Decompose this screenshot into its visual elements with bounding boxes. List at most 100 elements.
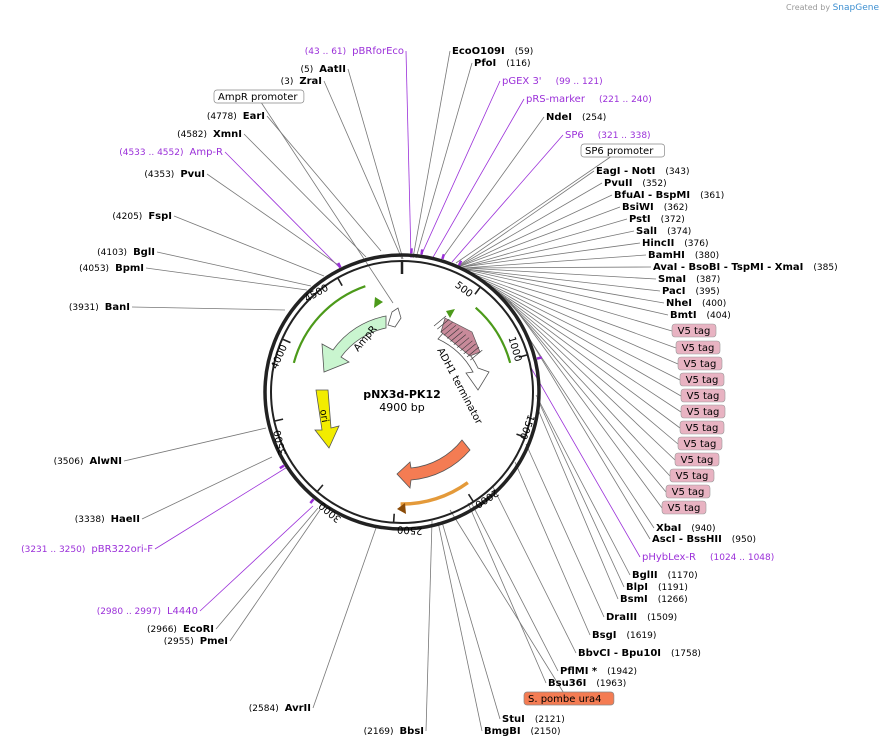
leader-line [467, 269, 669, 316]
map-label: HincII (376) [642, 238, 709, 249]
ampr-outline-arc [292, 285, 366, 364]
label-position: (3506) [54, 457, 84, 467]
map-label: StuI (2121) [502, 714, 565, 725]
v5-tag-box [680, 404, 726, 419]
svg-text:PfoI(116): PfoI(116) [474, 58, 530, 69]
map-label: pRS-marker(221 .. 240) [526, 94, 652, 105]
v5-tag-hatch [437, 318, 450, 330]
enzyme-name: FspI [148, 211, 172, 222]
label-position: (374) [667, 227, 691, 237]
svg-text:PacI(395): PacI(395) [662, 286, 720, 297]
label-position: (400) [702, 299, 726, 309]
v5-tag-box [675, 340, 721, 355]
v5-tag-feature-label: V5 tag [674, 452, 720, 467]
svg-text:SmaI(387): SmaI(387) [658, 274, 720, 285]
v5-tag-feature-label: V5 tag [665, 484, 711, 499]
v5-tag-hatch [450, 331, 463, 342]
v5-tag-feature-label: V5 tag [679, 372, 725, 387]
primer-mark [536, 356, 543, 360]
leader-line [508, 299, 663, 509]
map-label: (4205)FspI [112, 211, 172, 222]
enzyme-name: EcoRI [183, 624, 214, 635]
primer-name: pBR322ori-F [91, 544, 153, 555]
enzyme-name: BsmI [620, 594, 648, 605]
enzyme-name: BamHI [648, 250, 685, 261]
leader-line [501, 294, 671, 477]
v5-tag-label: V5 tag [682, 343, 715, 354]
v5-tag-label: V5 tag [668, 503, 701, 514]
map-label: AvaI - BsoBI - TspMI - XmaI(385) [653, 262, 838, 273]
enzyme-name: BbsI [400, 726, 424, 737]
leader-line [206, 173, 342, 268]
enzyme-name: EcoO109I [452, 46, 505, 57]
label-position: (1266) [658, 595, 688, 605]
svg-text:(4353)PvuI: (4353)PvuI [144, 169, 205, 180]
svg-text:BglII(1170): BglII(1170) [632, 570, 698, 581]
leader-line [173, 215, 325, 277]
v5-tag-hatch [443, 325, 457, 336]
label-position: (3) [281, 77, 294, 87]
leader-line [464, 267, 657, 280]
leader-line [480, 279, 681, 381]
primer-name: SP6 [565, 130, 584, 141]
label-position: (2121) [535, 715, 565, 725]
v5-tag-block [440, 317, 481, 357]
leader-line [451, 134, 564, 263]
enzyme-name: PflMI * [560, 666, 598, 677]
map-label: (3)ZraI [281, 76, 322, 87]
svg-text:(2169)BbsI: (2169)BbsI [364, 726, 424, 737]
snapgene-credit: Created by SnapGene [786, 3, 879, 13]
svg-text:BmgBI(2150): BmgBI(2150) [484, 726, 560, 737]
map-label: BmgBI(2150) [484, 726, 560, 737]
svg-text:pGEX 3'(99 .. 121): pGEX 3'(99 .. 121) [502, 76, 603, 87]
map-label: S. pombe ura4 [523, 691, 615, 706]
ori-label: ori [317, 409, 330, 424]
leader-line [458, 182, 603, 267]
leader-line [440, 116, 545, 261]
v5-tag-label: V5 tag [684, 359, 717, 370]
map-label: AscI - BssHII(950) [652, 534, 756, 545]
enzyme-name: PstI [629, 214, 651, 225]
ura4-outline-head [397, 503, 406, 514]
enzyme-name: PacI [662, 286, 685, 297]
enzyme-name: HincII [642, 238, 674, 249]
feature-label-box [523, 691, 615, 706]
label-position: (2150) [531, 727, 561, 737]
svg-text:(3231 .. 3250)pBR322ori-F: (3231 .. 3250)pBR322ori-F [21, 544, 153, 555]
leader-line [419, 80, 501, 259]
leader-line [466, 268, 665, 304]
plasmid-name: pNX3d-PK12 [363, 388, 441, 401]
orf-arc [474, 306, 512, 364]
label-position: (1509) [647, 613, 677, 623]
leader-line [487, 284, 682, 413]
map-label: BsgI(1619) [592, 630, 656, 641]
v5-tag-label: V5 tag [672, 487, 705, 498]
v5-tag-label: V5 tag [687, 407, 720, 418]
enzyme-name: StuI [502, 714, 525, 725]
v5-tag-box [671, 323, 717, 338]
v5-tag-feature-label: V5 tag [675, 340, 721, 355]
leader-line [459, 194, 613, 267]
leader-line [476, 276, 679, 365]
scale-tick [274, 418, 284, 422]
v5-tag-label: V5 tag [684, 439, 717, 450]
enzyme-name: DraIII [606, 612, 637, 623]
v5-tag-feature-label: V5 tag [677, 436, 723, 451]
enzyme-name: NdeI [546, 112, 572, 123]
label-position: (404) [707, 311, 731, 321]
svg-text:pHybLex-R(1024 .. 1048): pHybLex-R(1024 .. 1048) [642, 552, 774, 563]
map-label: BsmI (1266) [620, 594, 688, 605]
label-position: (43 .. 61) [305, 47, 346, 57]
svg-text:PvuII(352): PvuII(352) [604, 178, 667, 189]
v5-tag-label: V5 tag [686, 375, 719, 386]
map-label: BmtI(404) [670, 310, 731, 321]
v5-tag-box [679, 420, 725, 435]
label-position: (221 .. 240) [599, 95, 652, 105]
svg-text:(4103)BglI: (4103)BglI [97, 247, 155, 258]
svg-text:(4205)FspI: (4205)FspI [112, 211, 172, 222]
label-position: (385) [813, 263, 837, 273]
label-position: (376) [684, 239, 708, 249]
map-label: (4353)PvuI [144, 169, 205, 180]
label-position: (4103) [97, 248, 127, 258]
map-label: SmaI(387) [658, 274, 720, 285]
